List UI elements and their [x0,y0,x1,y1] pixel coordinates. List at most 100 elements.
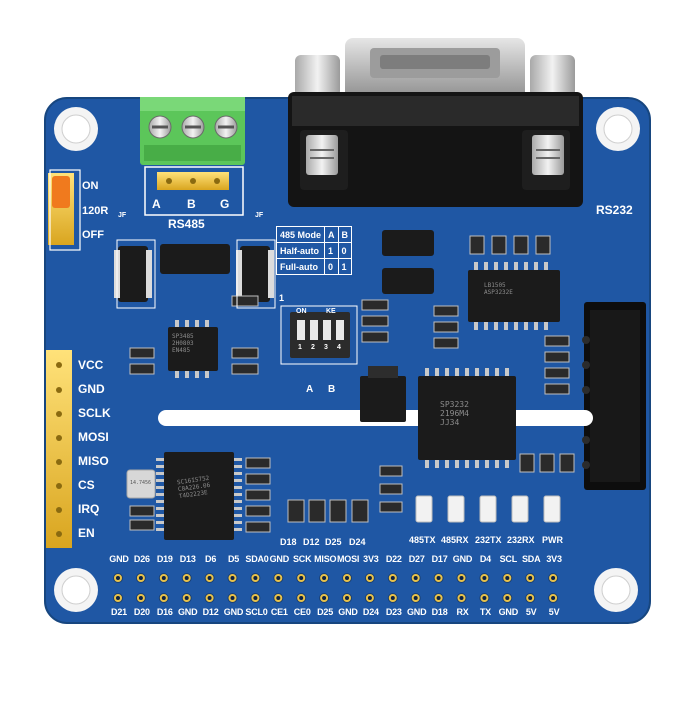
gpio-hole-center [436,576,441,580]
gpio-hole-center [459,576,464,580]
gpio-hole-center [390,576,395,580]
gpio-hole-center [413,576,418,580]
rs232-driver-chip [468,262,560,330]
gpio-hole-center [551,576,556,580]
gpio-top-label: SCK [292,554,312,564]
crystal-marking: 14.7456 [130,480,152,486]
gpio-hole-center [413,596,418,600]
gpio-bottom-label: 5V [548,607,560,617]
gpio-bottom-label: CE0 [293,607,311,617]
mode-table-cell: 1 [337,258,352,275]
gpio-hole-center [207,596,212,600]
gpio-top-label: D6 [205,554,217,564]
gpio-hole-center [138,576,143,580]
sp3485-marking: SP3485 2H0803 EN485 [172,333,194,354]
crystal-oscillator [126,469,156,499]
mount-hole-tr [596,107,640,151]
gpio-hole-center [161,576,166,580]
middle-label: D12 [303,537,320,547]
gpio-hole-center [230,596,235,600]
rs232-driver-marking: LB1505 ASP3232E [484,282,513,296]
led-label: PWR [542,535,563,545]
side-pin-label: MOSI [78,430,109,444]
gpio-hole-center [345,596,349,600]
jumper-label-on: ON [82,180,99,192]
gpio-hole-center [253,596,258,600]
gpio-bottom-label: TX [479,607,491,617]
termination-jumper [48,169,81,251]
gpio-top-label: D19 [156,554,173,564]
mount-hole-bl [54,568,98,612]
gpio-hole-center [230,576,235,580]
gpio-bottom-label: D21 [111,607,127,617]
gpio-top-label: 3V3 [363,554,379,564]
gpio-hole-center [436,596,441,600]
gpio-top-label: D17 [431,554,448,564]
gpio-hole-center [276,576,281,580]
mode-table-header: 485 Mode [275,226,326,243]
gpio-hole-center [528,596,533,600]
gpio-top-label: D26 [133,554,150,564]
mode-table-cell: 1 [324,242,339,259]
side-pin-header [46,350,72,548]
gpio-hole-center [367,576,372,580]
485-mode-table: 485 Mode A B Half-auto 1 0 Full-auto 0 1 [275,226,352,275]
side-pin-label: CS [78,478,95,492]
gpio-hole-center [345,576,349,580]
gpio-hole-center [482,576,487,580]
gpio-top-label: D4 [479,554,491,564]
dip-number: 2 [311,344,315,351]
gpio-bottom-label: D24 [362,607,379,617]
small-ic-middle [360,366,406,422]
mode-table-cell: Half-auto [275,242,326,259]
gpio-hole-center [551,596,556,600]
gpio-bottom-label: D18 [431,607,448,617]
gpio-top-label: MOSI [337,554,360,564]
gpio-top-label: D22 [385,554,402,564]
mode-table-cell: Full-auto [275,258,326,275]
rs485-screw-terminal [140,97,245,165]
jumper-label-off: OFF [82,229,104,241]
rs485-label: RS485 [168,217,205,231]
gpio-top-label: SCL [499,554,518,564]
side-pin-label: SCLK [78,406,111,420]
gpio-hole-center [207,576,212,580]
gpio-hole-center [528,576,533,580]
gpio-hole-center [184,576,189,580]
led-label: 485TX [409,535,436,545]
gpio-top-label: GND [269,554,290,564]
gpio-hole-center [184,596,189,600]
gpio-hole-center [299,576,304,580]
gpio-holes [113,573,559,603]
gpio-bottom-label: D20 [133,607,150,617]
gpio-bottom-label: GND [338,607,358,617]
gpio-hole-center [459,596,464,600]
dip-label-b: B [328,384,336,395]
gpio-bottom-label: GND [223,607,244,617]
rs232-label: RS232 [596,203,633,217]
gpio-hole-center [322,576,327,580]
middle-label: D24 [349,537,366,547]
gpio-bottom-label: D16 [156,607,173,617]
gpio-bottom-label: RX [456,607,469,617]
gpio-bottom-label: GND [177,607,198,617]
gpio-top-label: D13 [179,554,196,564]
mode-table-header: A [324,226,339,243]
gpio-bottom-label: D25 [317,607,334,617]
gpio-top-label: GND [109,554,129,564]
dip-number: 4 [337,344,341,351]
gpio-hole-center [116,576,120,580]
dip-label-1: 1 [279,293,285,303]
mount-hole-tl [54,107,98,151]
middle-label: D18 [280,537,297,547]
diodes [118,230,434,302]
terminal-pin-a: A [152,197,161,211]
dip-label-a: A [306,384,314,395]
terminal-pin-g: G [220,197,230,211]
gpio-bottom-label: GND [406,607,427,617]
led-label: 232TX [475,535,502,545]
gpio-hole-center [505,596,510,600]
middle-label: D25 [325,537,342,547]
